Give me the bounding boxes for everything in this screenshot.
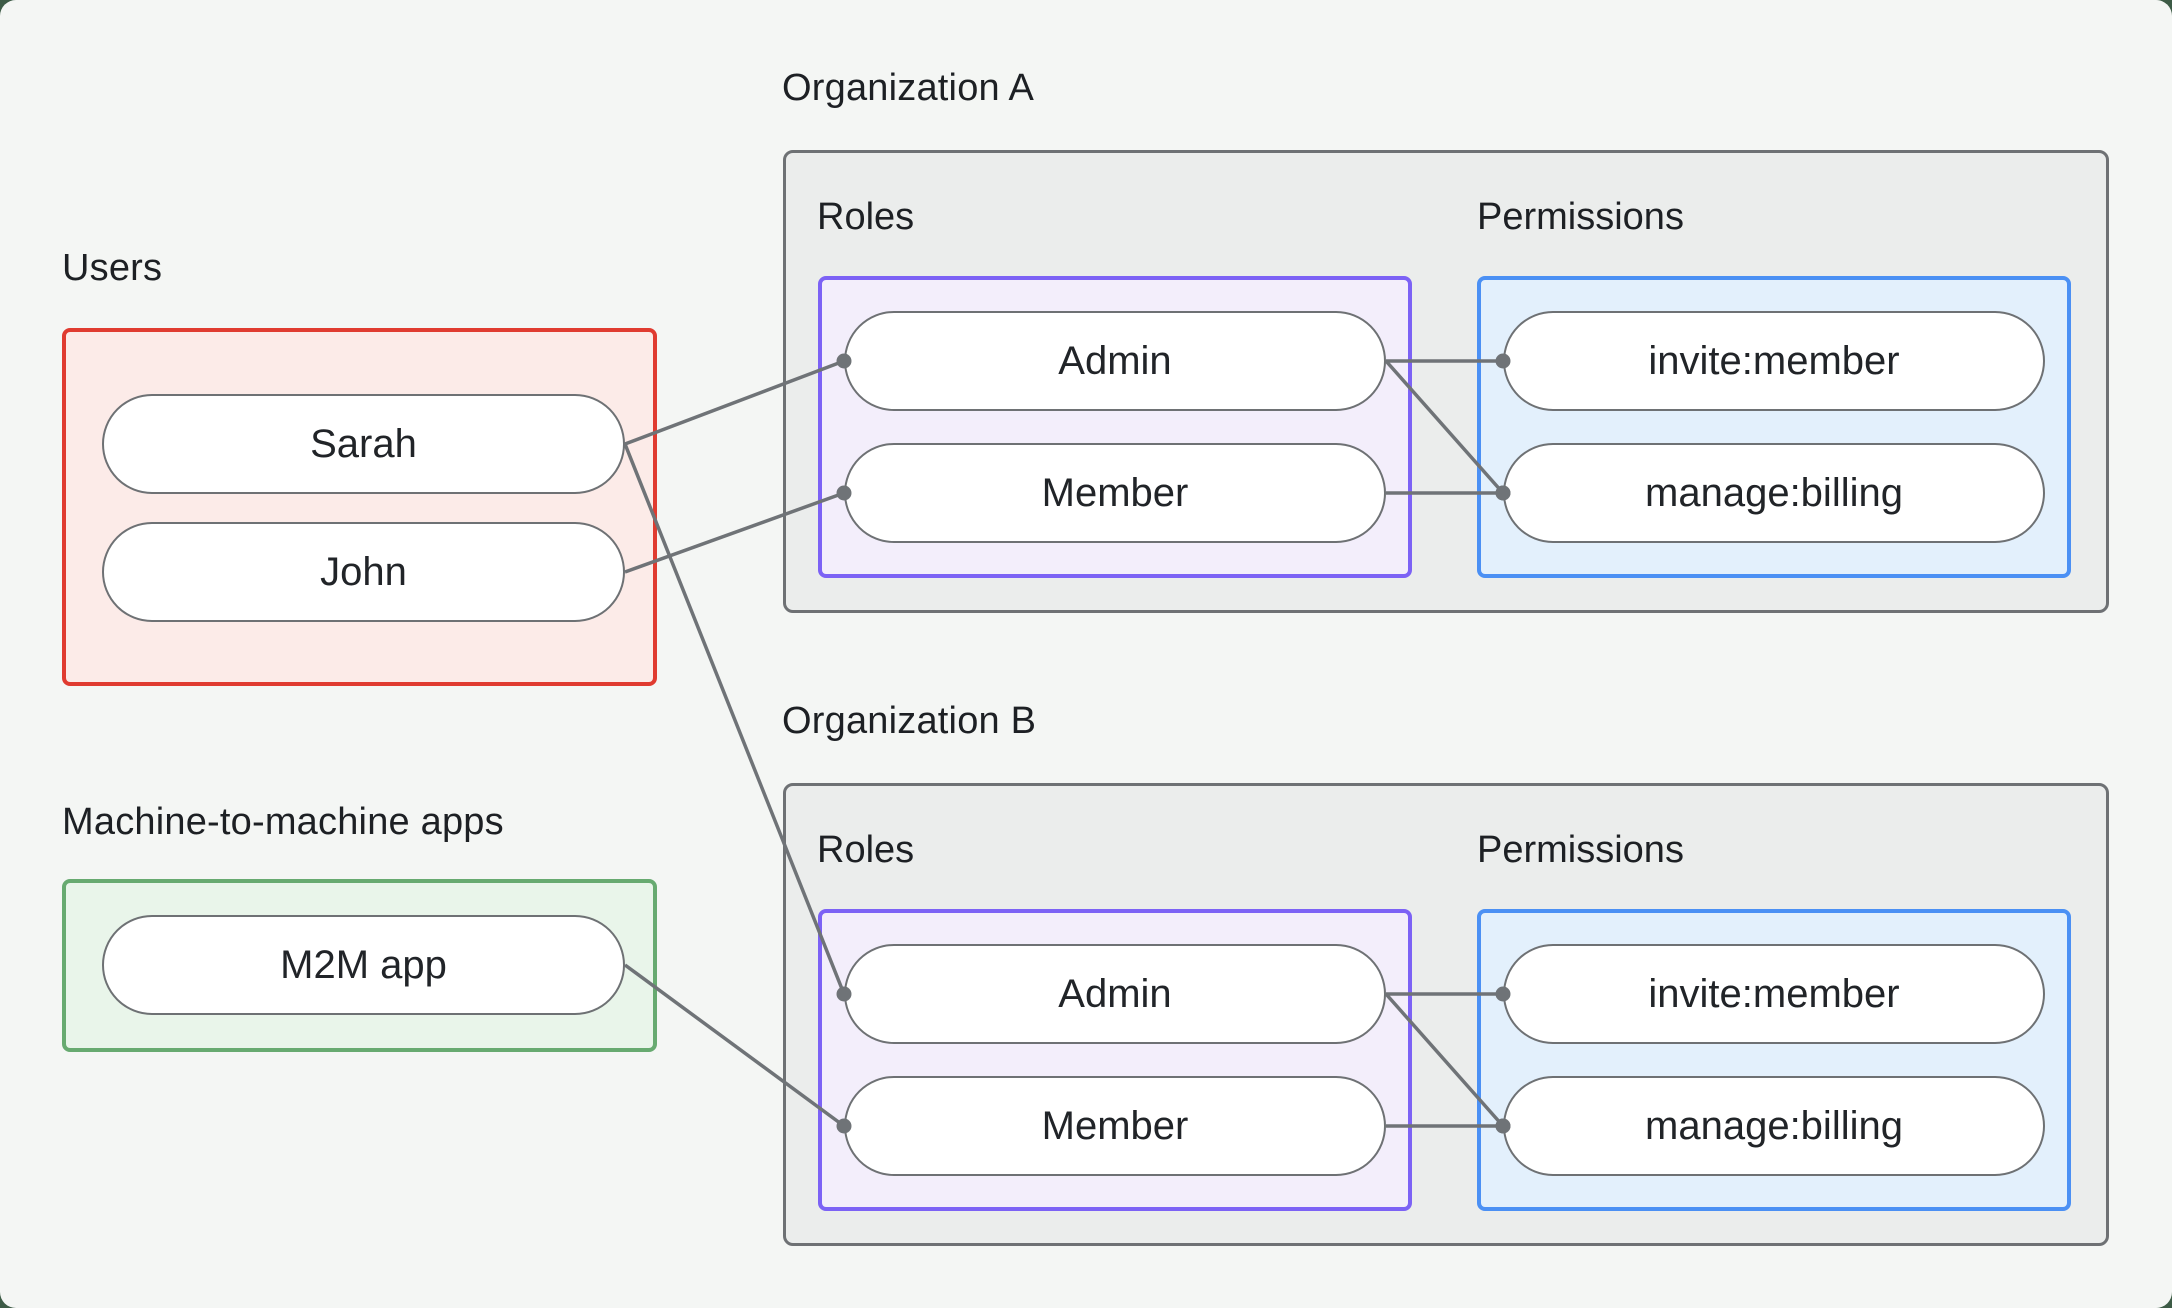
user-node-label: John xyxy=(320,549,407,594)
org-a-roles-label: Roles xyxy=(817,196,915,238)
m2m-group-box: M2M app xyxy=(62,879,657,1052)
org-a-roles-box: Admin Member xyxy=(818,276,1412,578)
role-label: Member xyxy=(1041,470,1189,515)
users-section-label: Users xyxy=(62,247,163,289)
m2m-app-node: M2M app xyxy=(102,915,625,1015)
m2m-node-label: M2M app xyxy=(280,942,447,987)
org-b-permissions-box: invite:member manage:billing xyxy=(1477,909,2071,1211)
org-b-role-member: Member xyxy=(844,1076,1386,1176)
org-a-role-member: Member xyxy=(844,443,1386,543)
org-b-permissions-label: Permissions xyxy=(1477,829,1684,871)
org-b-roles-label: Roles xyxy=(817,829,915,871)
role-label: Admin xyxy=(1058,338,1172,383)
user-node-john: John xyxy=(102,522,625,622)
org-b-permission-manage-billing: manage:billing xyxy=(1503,1076,2045,1176)
role-label: Admin xyxy=(1058,971,1172,1016)
org-a-role-admin: Admin xyxy=(844,311,1386,411)
role-label: Member xyxy=(1041,1103,1189,1148)
permission-label: manage:billing xyxy=(1645,470,1903,515)
org-a-permissions-label: Permissions xyxy=(1477,196,1684,238)
org-b-permission-invite-member: invite:member xyxy=(1503,944,2045,1044)
org-a-permission-invite-member: invite:member xyxy=(1503,311,2045,411)
m2m-section-label: Machine-to-machine apps xyxy=(62,801,504,843)
user-node-sarah: Sarah xyxy=(102,394,625,494)
org-a-permission-manage-billing: manage:billing xyxy=(1503,443,2045,543)
org-b-container: Roles Permissions Admin Member invite:me… xyxy=(783,783,2109,1246)
permission-label: invite:member xyxy=(1648,971,1900,1016)
org-b-title: Organization B xyxy=(782,700,1037,742)
org-b-roles-box: Admin Member xyxy=(818,909,1412,1211)
org-a-title: Organization A xyxy=(782,67,1035,109)
user-node-label: Sarah xyxy=(310,421,417,466)
org-a-permissions-box: invite:member manage:billing xyxy=(1477,276,2071,578)
org-b-role-admin: Admin xyxy=(844,944,1386,1044)
permission-label: invite:member xyxy=(1648,338,1900,383)
permission-label: manage:billing xyxy=(1645,1103,1903,1148)
users-group-box: Sarah John xyxy=(62,328,657,686)
org-a-container: Roles Permissions Admin Member invite:me… xyxy=(783,150,2109,613)
